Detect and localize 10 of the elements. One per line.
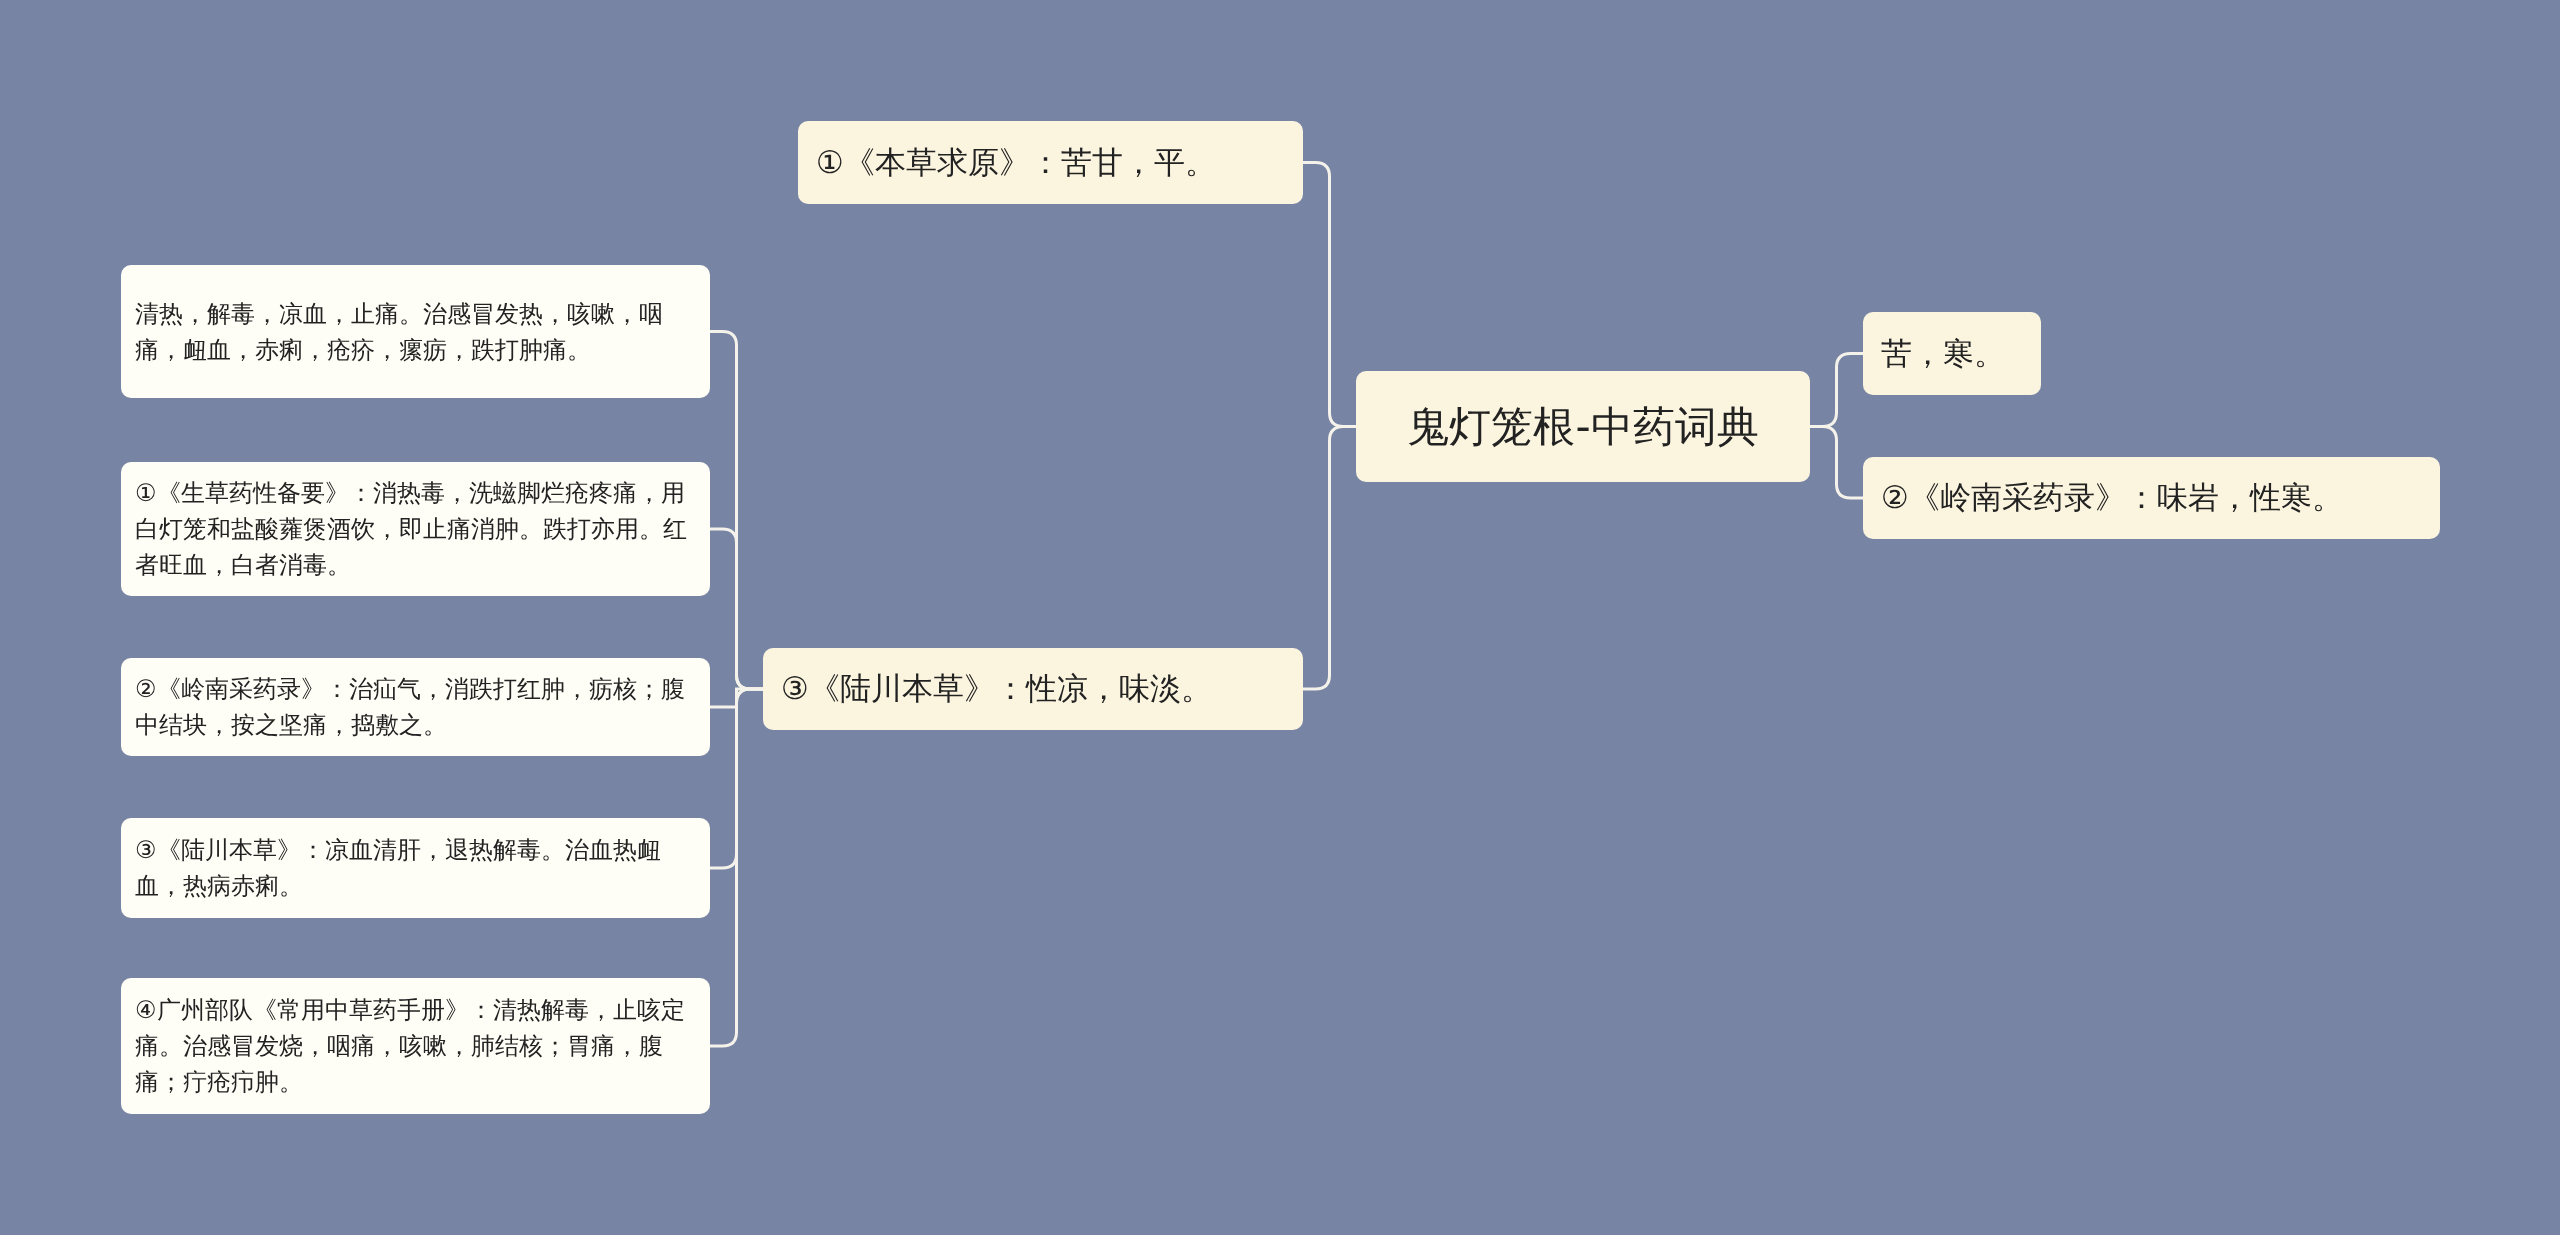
topic-box: 鬼灯笼根-中药词典 — [1356, 371, 1810, 482]
topic-box: 苦，寒。 — [1863, 312, 2041, 395]
topic-box: ③《陆川本草》：性凉，味淡。 — [763, 648, 1303, 730]
topic-box: ①《生草药性备要》：消热毒，洗螆脚烂疮疼痛，用白灯笼和盐酸蕹煲酒饮，即止痛消肿。跌打亦用。红者旺血，白者消毒。 — [121, 462, 710, 596]
topic-box: ③《陆川本草》：凉血清肝，退热解毒。治血热衄血，热病赤痢。 — [121, 818, 710, 918]
topic-box: ②《岭南采药录》：治疝气，消跌打红肿，疬核；腹中结块，按之坚痛，捣敷之。 — [121, 658, 710, 756]
topic-box: ④广州部队《常用中草药手册》：清热解毒，止咳定痛。治感冒发烧，咽痛，咳嗽，肺结核；胃痛，腹痛；疔疮疖肿。 — [121, 978, 710, 1114]
topic-box: ①《本草求原》：苦甘，平。 — [798, 121, 1303, 204]
topic-box: ②《岭南采药录》：味岩，性寒。 — [1863, 457, 2440, 539]
topic-box: 清热，解毒，凉血，止痛。治感冒发热，咳嗽，咽痛，衄血，赤痢，疮疥，瘰疬，跌打肿痛。 — [121, 265, 710, 398]
